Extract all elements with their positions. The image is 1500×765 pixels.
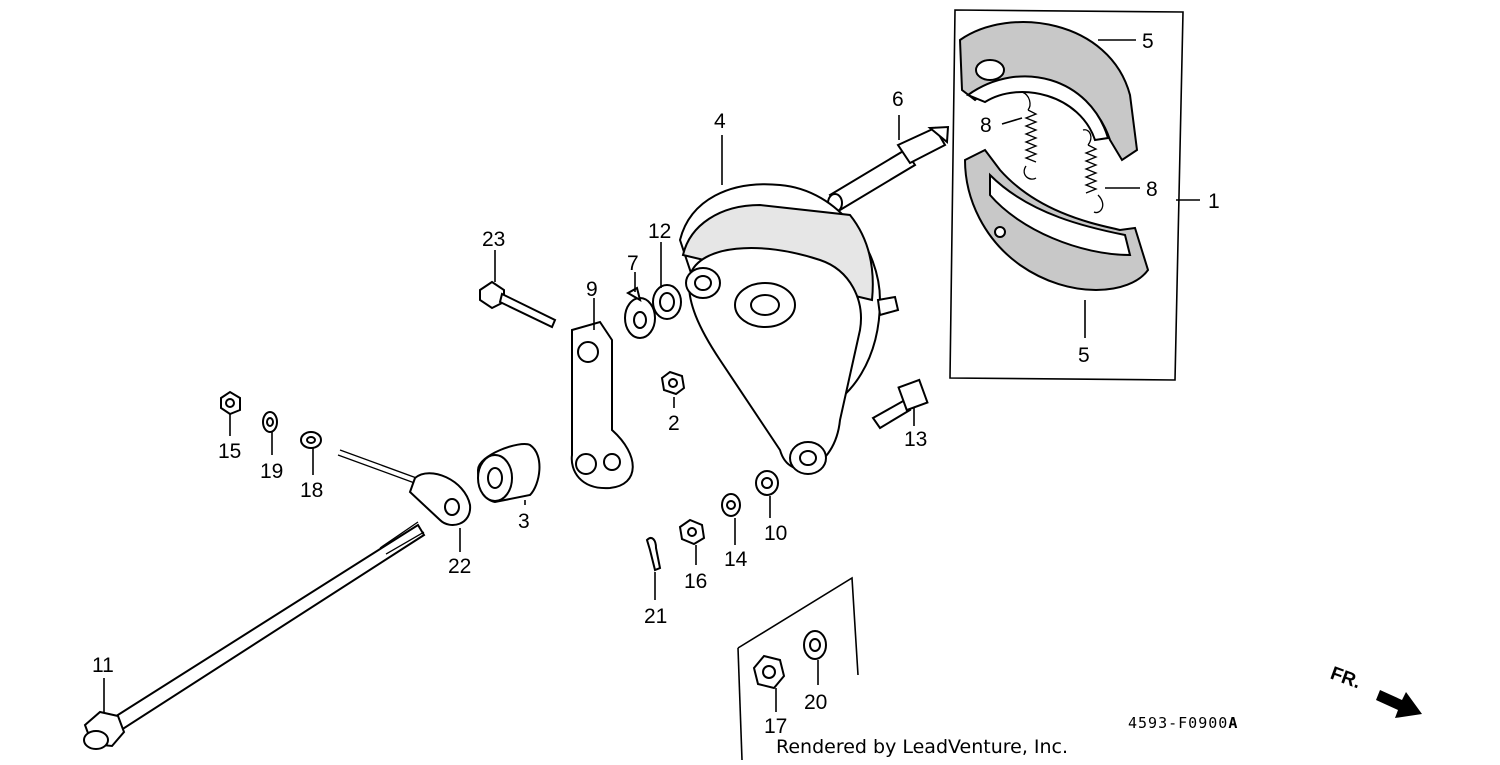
callout-9[interactable]: 9: [586, 278, 598, 301]
nut-17[interactable]: [752, 654, 786, 690]
callout-8-lower[interactable]: 8: [1146, 178, 1158, 201]
part-callouts: 1 2 3 4 5 5 6 7 8 8 9 10 11 12 13 14 15 …: [92, 30, 1220, 738]
washer-10[interactable]: [755, 470, 779, 496]
callout-22[interactable]: 22: [448, 555, 471, 578]
callout-3[interactable]: 3: [518, 510, 530, 533]
callout-23[interactable]: 23: [482, 228, 505, 251]
callout-18[interactable]: 18: [300, 479, 323, 502]
cotter-pin[interactable]: [645, 537, 662, 572]
part-code-main: 4593-F0900: [1128, 714, 1228, 732]
callout-5-lower[interactable]: 5: [1078, 344, 1090, 367]
nut-16[interactable]: [678, 518, 706, 546]
callout-13[interactable]: 13: [904, 428, 927, 451]
wear-indicator-plate[interactable]: [624, 286, 656, 339]
brake-shoe-lower[interactable]: [963, 148, 1150, 291]
brake-rod[interactable]: [337, 449, 472, 526]
felt-seal-washer[interactable]: [652, 284, 682, 320]
callout-7[interactable]: 7: [627, 252, 639, 275]
stopper-bolt[interactable]: [871, 378, 929, 430]
render-credit: Rendered by LeadVenture, Inc.: [776, 736, 1068, 758]
callout-4[interactable]: 4: [714, 110, 726, 133]
brake-panel[interactable]: [678, 183, 900, 475]
brake-collar[interactable]: [476, 443, 541, 504]
nut-15[interactable]: [220, 390, 241, 416]
brake-shoe-upper[interactable]: [958, 21, 1139, 162]
optional-hardware-frame: [737, 576, 859, 761]
washer-14[interactable]: [721, 493, 741, 517]
callout-14[interactable]: 14: [724, 548, 748, 571]
callout-16[interactable]: 16: [684, 570, 707, 593]
callout-21[interactable]: 21: [644, 605, 667, 628]
callout-11[interactable]: 11: [92, 654, 114, 677]
callout-10[interactable]: 10: [764, 522, 787, 545]
callout-2[interactable]: 2: [668, 412, 680, 435]
washer-20[interactable]: [803, 630, 827, 660]
washer-18[interactable]: [300, 431, 322, 449]
callout-5-upper[interactable]: 5: [1142, 30, 1154, 53]
callout-1[interactable]: 1: [1208, 190, 1220, 213]
callout-12[interactable]: 12: [648, 220, 671, 243]
rear-axle[interactable]: [83, 521, 426, 750]
brake-arm[interactable]: [570, 320, 634, 490]
arm-nut[interactable]: [660, 370, 686, 396]
callout-17[interactable]: 17: [764, 715, 787, 738]
brake-shoe-spring-upper[interactable]: [1021, 91, 1038, 180]
leader-lines: [103, 39, 1140, 712]
callout-20[interactable]: 20: [804, 691, 827, 714]
diagram-part-code: 4593-F0900A: [1128, 714, 1238, 732]
brake-shoe-assembly-frame: [949, 9, 1200, 381]
callout-8-upper[interactable]: 8: [980, 114, 992, 137]
brake-cam-shaft[interactable]: [827, 125, 950, 213]
part-code-suffix: A: [1228, 714, 1238, 732]
callout-19[interactable]: 19: [260, 460, 283, 483]
callout-6[interactable]: 6: [892, 88, 904, 111]
brake-shoe-spring-lower[interactable]: [1082, 129, 1104, 214]
washer-19[interactable]: [262, 411, 278, 433]
direction-label: FR.: [1328, 663, 1364, 693]
callout-15[interactable]: 15: [218, 440, 241, 463]
brake-arm-bolt[interactable]: [479, 280, 557, 329]
front-direction-arrow: [1376, 690, 1422, 718]
